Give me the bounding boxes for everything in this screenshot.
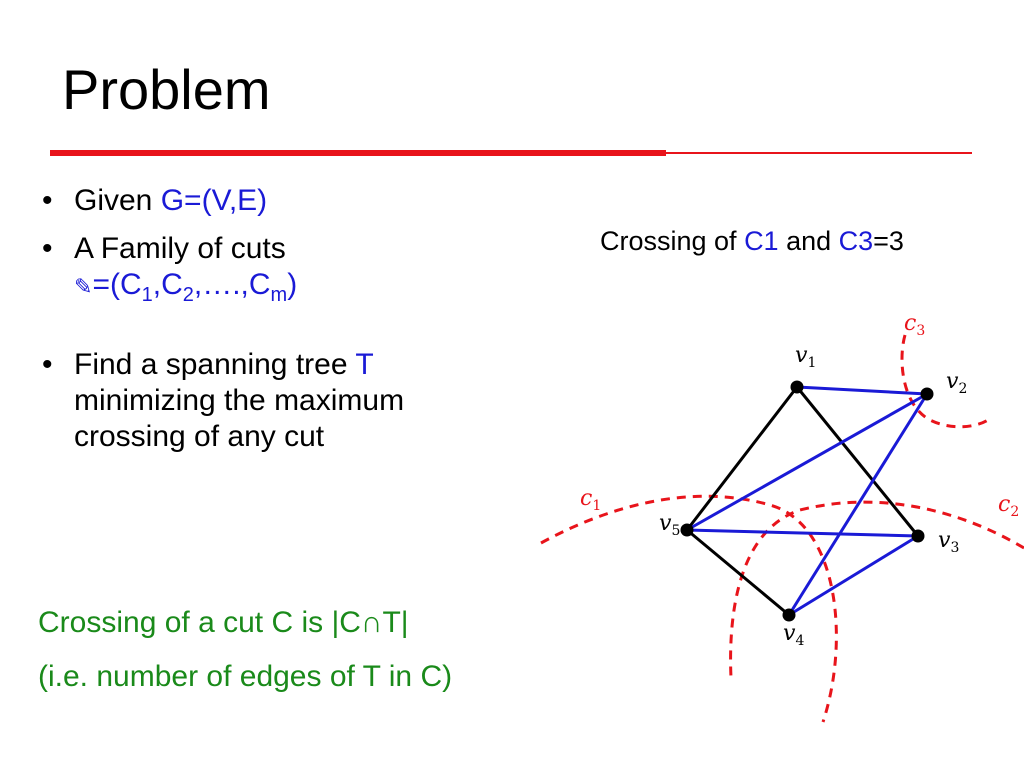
cut-c1-label: c1	[580, 486, 601, 514]
pencil-icon: ✎	[74, 274, 93, 299]
cut-c2-curve	[729, 500, 1024, 679]
cut-c1-curve	[540, 494, 838, 723]
tree-edge-v5-v2	[686, 392, 928, 532]
caption-prefix: Crossing of	[600, 226, 745, 256]
vertex-v5	[680, 523, 694, 537]
vertex-v3	[911, 529, 925, 543]
vertex-v1-label: v1	[795, 343, 816, 371]
cut-dots: ,….,C	[193, 268, 271, 301]
vertex-v1	[790, 380, 804, 394]
graph-notation: G=(V,E)	[160, 184, 268, 217]
tree-edge-v5-v3	[686, 528, 919, 538]
vertex-v4-label: v4	[783, 621, 804, 649]
caption-c1: C1	[744, 226, 779, 256]
bullet-find-tree: • Find a spanning tree T minimizing the …	[38, 347, 558, 455]
cut-sub-1: 1	[141, 284, 153, 306]
vertex-v4	[782, 608, 796, 622]
tree-symbol: T	[355, 348, 374, 381]
bullet-given: • Given G=(V,E)	[38, 183, 558, 219]
cut-sub-2: 2	[182, 284, 194, 306]
find-tree-prefix: Find a spanning tree	[74, 348, 356, 381]
find-tree-rest: minimizing the maximum crossing of any c…	[74, 384, 405, 453]
title-underline-thick	[50, 150, 666, 156]
cut-eq: =(C	[92, 268, 142, 301]
vertex-v2-label: v2	[946, 369, 967, 397]
bullet-family-of-cuts: • A Family of cuts ✎=(C1,C2,….,Cm)	[38, 231, 558, 305]
bullet-marker: •	[42, 232, 53, 265]
cut-close: )	[287, 268, 298, 301]
figure-caption: Crossing of C1 and C3=3	[600, 224, 904, 258]
bullet-marker: •	[42, 184, 53, 217]
edge-v1-v5	[685, 386, 799, 531]
cut-family-notation: ✎=(C1,C2,….,Cm)	[74, 267, 558, 305]
definition-line-1: Crossing of a cut C is |C∩T|	[38, 606, 409, 639]
cut-c2-label: c2	[998, 492, 1019, 520]
graph-edges	[685, 385, 929, 617]
vertex-v5-label: v5	[659, 511, 680, 539]
slide-title: Problem	[62, 58, 271, 121]
tree-edge-v4-v2	[787, 393, 929, 616]
title-underline-thin	[666, 152, 972, 154]
tree-edge-v1-v2	[796, 385, 928, 396]
bullet-list: • Given G=(V,E) • A Family of cuts ✎=(C1…	[38, 183, 558, 455]
definition-line-2: (i.e. number of edges of T in C)	[38, 660, 453, 693]
given-text: Given	[74, 184, 161, 217]
crossing-definition: Crossing of a cut C is |C∩T| (i.e. numbe…	[38, 605, 452, 695]
cut-c2: ,C	[152, 268, 183, 301]
edge-v1-v3	[795, 386, 920, 537]
family-text: A Family of cuts	[74, 232, 286, 265]
vertex-v3-label: v3	[938, 528, 959, 556]
cut-c3-curve	[900, 334, 989, 429]
cut-curves	[540, 334, 1024, 723]
tree-edge-v4-v3	[788, 534, 919, 617]
vertex-v2	[920, 387, 934, 401]
caption-mid: and	[778, 226, 839, 256]
caption-suffix: =3	[873, 226, 904, 256]
caption-c3: C3	[838, 226, 874, 256]
graph-vertices	[680, 380, 934, 622]
cut-c3-label: c3	[904, 311, 925, 339]
find-tree-text: Find a spanning tree T minimizing the ma…	[74, 347, 514, 455]
edge-v5-v4	[686, 528, 790, 617]
bullet-marker: •	[42, 348, 53, 381]
cut-sub-m: m	[270, 284, 288, 306]
